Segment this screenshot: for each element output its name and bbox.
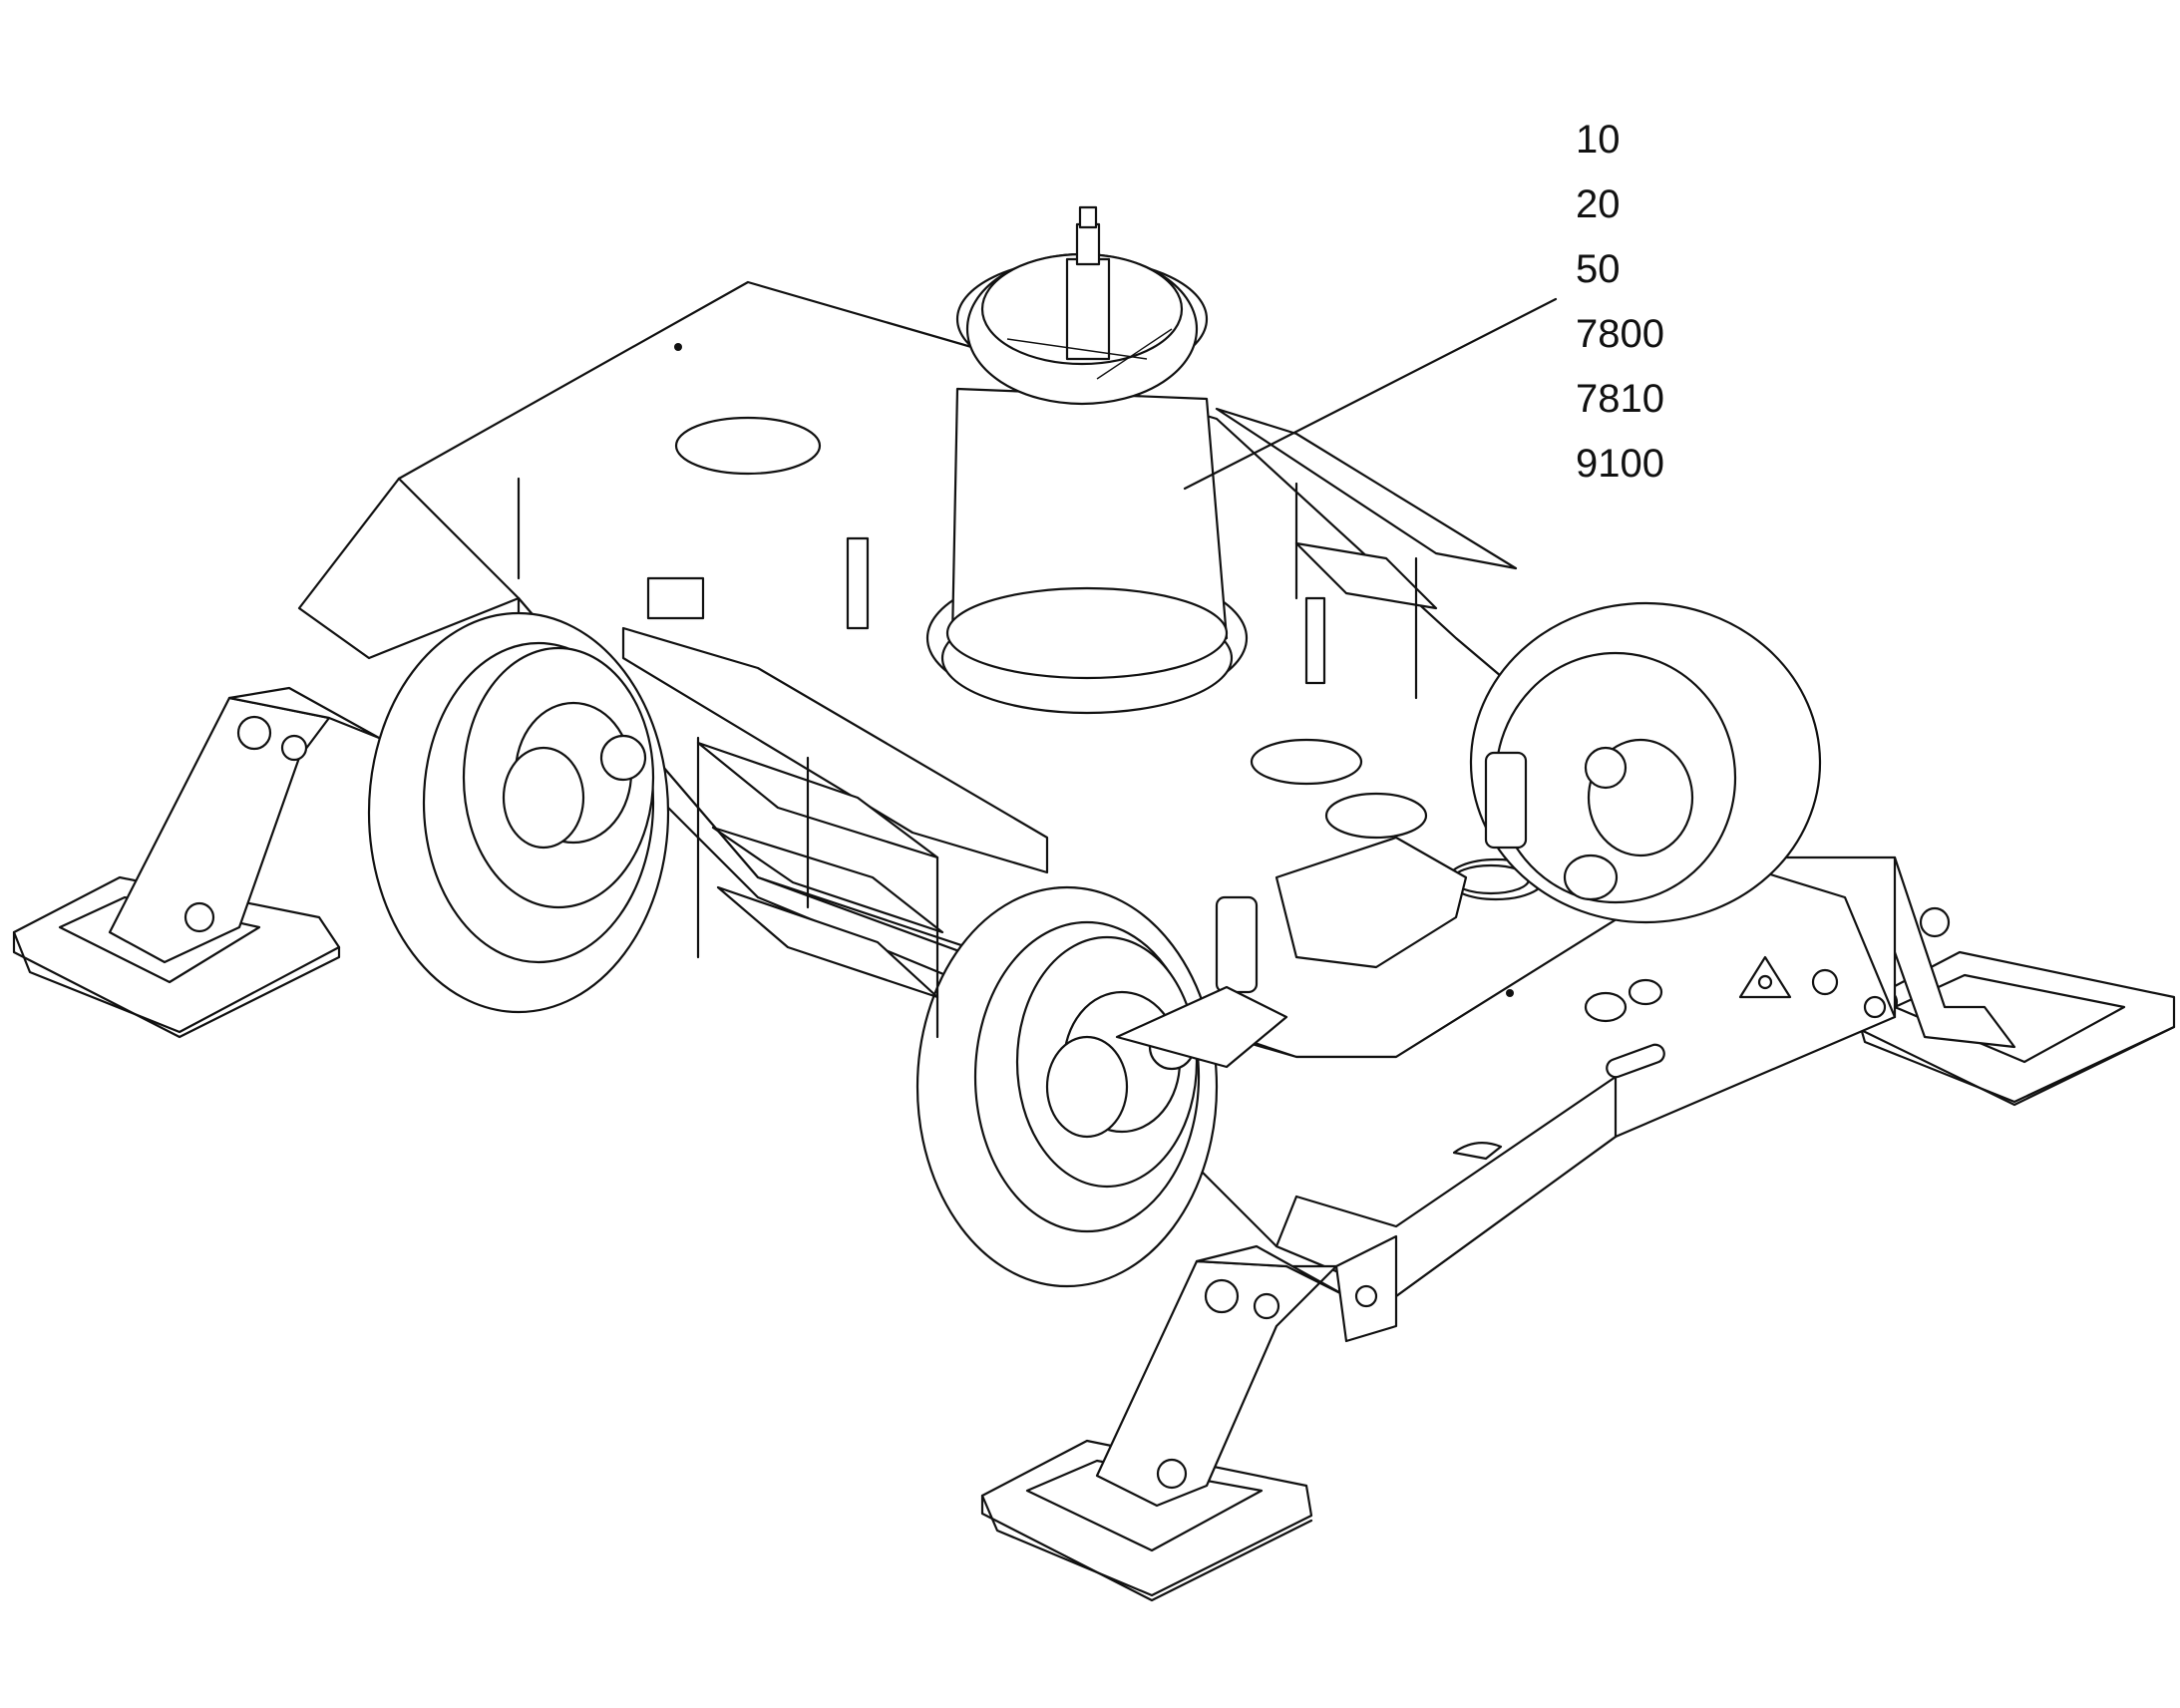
callout-label: 50 [1576, 247, 1621, 291]
outrigger-left [12, 686, 381, 1039]
callout-leader-line [1183, 297, 1558, 491]
rear-step-platform [1215, 407, 1518, 700]
step-ladders [621, 576, 1049, 1039]
callout-label: 7800 [1576, 312, 1664, 356]
outrigger-rear-right [1853, 855, 2176, 1107]
wheel-front [915, 885, 1219, 1288]
callout-label: 7810 [1576, 377, 1664, 421]
callout-label: 10 [1576, 118, 1621, 162]
callout-label: 9100 [1576, 442, 1664, 486]
wheel-rear-right [1469, 601, 1822, 924]
wheel-left [367, 611, 670, 1014]
callout-label-list: 10 20 50 7800 7810 9100 [1576, 108, 1664, 497]
axle-assemblies [846, 536, 1619, 1069]
outrigger-front [980, 1234, 1398, 1602]
callout-label: 20 [1576, 182, 1621, 226]
central-column [925, 205, 1249, 715]
